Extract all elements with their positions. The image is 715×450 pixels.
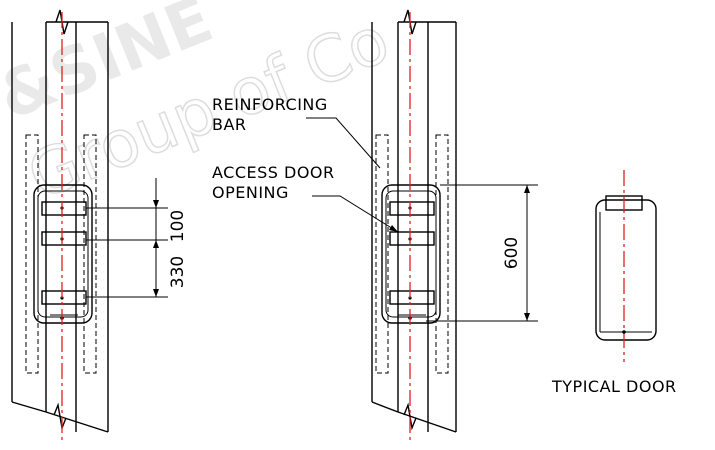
mid-clip-3 — [389, 290, 435, 305]
typical-door-hinge-dot — [622, 330, 626, 334]
typical-door-view: TYPICAL DOOR — [551, 170, 677, 396]
access-door-leader-arrow — [389, 225, 398, 232]
mid-break-bottom-1 — [371, 401, 399, 413]
mid-dim-600-label: 600 — [502, 237, 522, 269]
mid-break-bottom-2 — [397, 411, 457, 433]
typical-door-label: TYPICAL DOOR — [551, 377, 677, 396]
access-door-label-2: OPENING — [212, 183, 289, 202]
left-clip-3 — [41, 290, 87, 305]
left-view: 100 330 — [11, 9, 188, 442]
access-door-label-1: ACCESS DOOR — [212, 163, 335, 182]
left-dim-100-label: 100 — [168, 210, 188, 242]
access-door-leader — [312, 195, 399, 233]
mid-clip-2 — [389, 231, 435, 246]
rebar-leader — [306, 117, 381, 169]
mid-rebar-left — [375, 134, 389, 374]
left-rebar-right — [83, 134, 97, 374]
reinforcing-bar-label-2: BAR — [212, 115, 247, 134]
left-break-bottom-2 — [45, 411, 109, 433]
middle-view: 600 REINFORCING BAR ACCESS DOOR OPENING — [212, 9, 538, 442]
mid-dim-600-arrow-bottom — [524, 313, 530, 321]
mid-break-symbol-bottom — [403, 402, 417, 431]
mid-rebar-right — [435, 134, 449, 374]
typical-door-body — [595, 199, 657, 341]
left-access-door — [33, 184, 93, 324]
left-break-bottom-1 — [11, 401, 47, 413]
mid-clip-1 — [389, 201, 435, 216]
mid-access-door — [381, 184, 441, 324]
mid-dim-600-arrow-top — [524, 185, 530, 193]
left-break-symbol-bottom — [53, 402, 67, 431]
reinforcing-bar-label-1: REINFORCING — [212, 95, 328, 114]
left-dim-330-arrow — [153, 289, 159, 297]
left-clip-2 — [41, 231, 87, 246]
watermark: &SINE Group of Co — [0, 0, 400, 216]
left-dim-100-arrow-top — [153, 200, 159, 208]
left-dim-330-label: 330 — [168, 256, 188, 288]
